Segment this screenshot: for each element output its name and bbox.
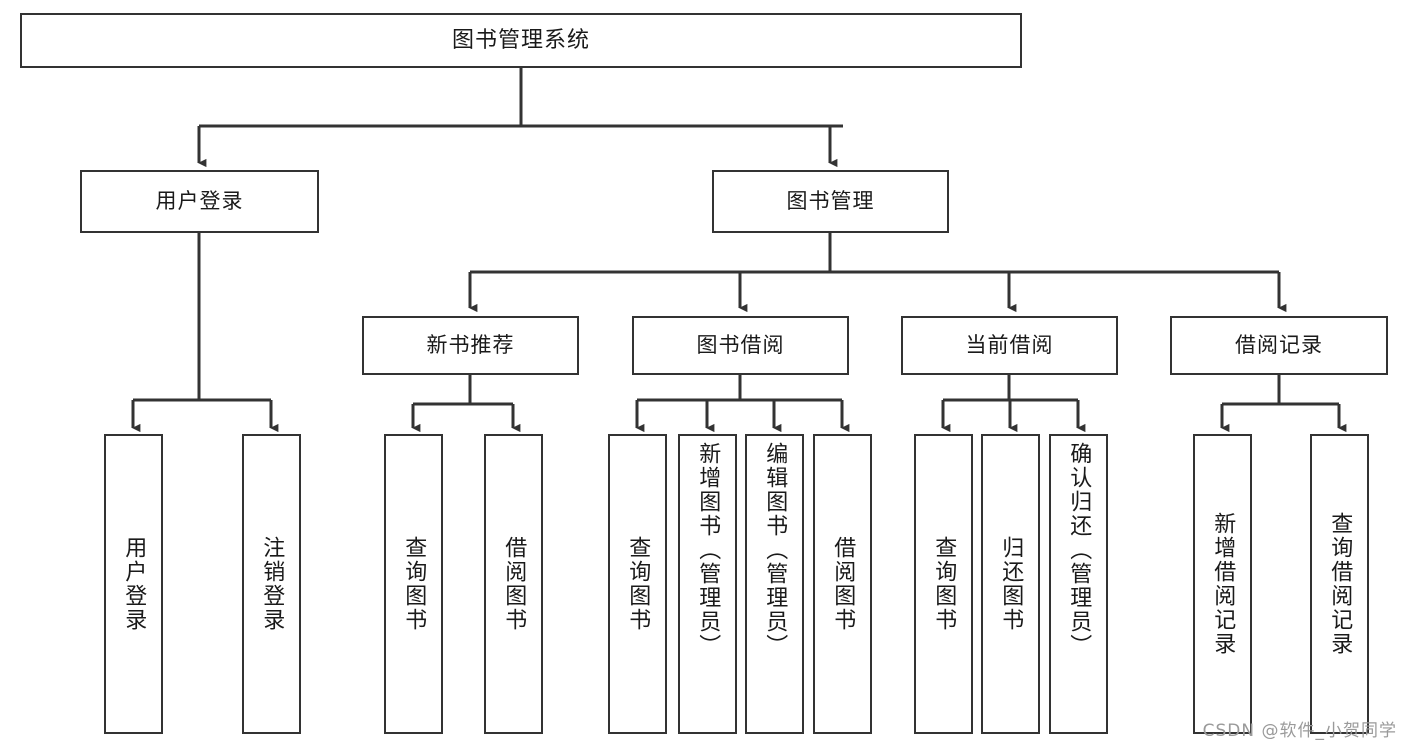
node-label: 新书推荐 <box>426 333 515 358</box>
node-current-borrow[interactable]: 当前借阅 <box>901 316 1118 375</box>
leaf-user-login[interactable]: 用户登录 <box>104 434 163 734</box>
node-label: 查询图书 <box>931 536 957 632</box>
csdn-watermark: CSDN @软件_小贺同学 <box>1202 721 1397 741</box>
leaf-borrow-add-book-admin[interactable]: 新增图书（管理员） <box>678 434 737 734</box>
leaf-records-add-record[interactable]: 新增借阅记录 <box>1193 434 1252 734</box>
node-label: 注销登录 <box>259 536 285 632</box>
node-label: 借阅图书 <box>830 536 856 632</box>
leaf-current-return-book[interactable]: 归还图书 <box>981 434 1040 734</box>
node-user-login[interactable]: 用户登录 <box>80 170 319 233</box>
node-label: 新增借阅记录 <box>1210 512 1236 656</box>
node-label: 用户登录 <box>121 536 147 632</box>
node-label: 查询图书 <box>625 536 651 632</box>
node-label: 借阅记录 <box>1235 333 1323 358</box>
leaf-records-query-record[interactable]: 查询借阅记录 <box>1310 434 1369 734</box>
node-new-book-recommend[interactable]: 新书推荐 <box>362 316 579 375</box>
node-label: 新增图书（管理员） <box>695 442 721 658</box>
leaf-user-logout[interactable]: 注销登录 <box>242 434 301 734</box>
node-borrow-records[interactable]: 借阅记录 <box>1170 316 1388 375</box>
leaf-recommend-borrow-book[interactable]: 借阅图书 <box>484 434 543 734</box>
node-label: 归还图书 <box>998 536 1024 632</box>
node-label: 确认归还（管理员） <box>1066 442 1092 658</box>
node-label: 用户登录 <box>155 189 244 214</box>
leaf-borrow-edit-book-admin[interactable]: 编辑图书（管理员） <box>745 434 804 734</box>
node-book-management[interactable]: 图书管理 <box>712 170 949 233</box>
node-root-system[interactable]: 图书管理系统 <box>20 13 1022 68</box>
node-label: 查询图书 <box>401 536 427 632</box>
leaf-borrow-query-book[interactable]: 查询图书 <box>608 434 667 734</box>
leaf-borrow-borrow-book[interactable]: 借阅图书 <box>813 434 872 734</box>
leaf-recommend-query-book[interactable]: 查询图书 <box>384 434 443 734</box>
node-book-borrow[interactable]: 图书借阅 <box>632 316 849 375</box>
node-label: 图书管理系统 <box>451 27 590 53</box>
leaf-current-query-book[interactable]: 查询图书 <box>914 434 973 734</box>
node-label: 图书借阅 <box>696 333 785 358</box>
leaf-current-confirm-return-admin[interactable]: 确认归还（管理员） <box>1049 434 1108 734</box>
node-label: 当前借阅 <box>965 333 1054 358</box>
node-label: 图书管理 <box>786 189 875 214</box>
node-label: 借阅图书 <box>501 536 527 632</box>
node-label: 编辑图书（管理员） <box>762 442 788 658</box>
node-label: 查询借阅记录 <box>1327 512 1353 656</box>
